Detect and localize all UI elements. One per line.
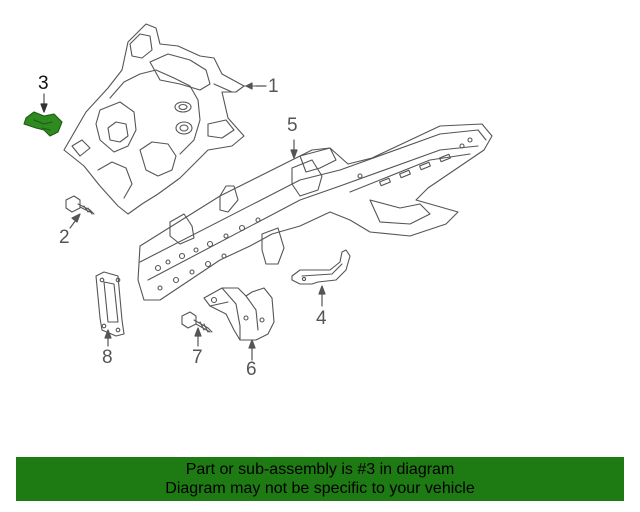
part-8-plate[interactable] [95,271,125,337]
part-1-apron-panel[interactable] [63,23,257,215]
callout-3[interactable]: 3 [38,73,49,94]
callout-6[interactable]: 6 [246,359,257,380]
part-4-stay[interactable] [291,249,351,285]
banner-line-1: Part or sub-assembly is #3 in diagram [185,461,455,478]
part-7-bolt[interactable] [181,311,213,333]
banner-line-2: Diagram may not be specific to your vehi… [165,480,475,497]
callout-5[interactable]: 5 [287,115,298,136]
info-banner: Part or sub-assembly is #3 in diagram Di… [16,457,624,501]
callout-1[interactable]: 1 [268,76,279,97]
parts-diagram [23,23,493,361]
part-6-mount-bracket[interactable] [203,287,275,341]
part-2-bolt[interactable] [65,195,95,215]
callout-4[interactable]: 4 [316,308,327,329]
part-3-bracket[interactable] [23,111,63,137]
callout-leaders [40,82,326,361]
callout-8[interactable]: 8 [102,347,113,368]
callout-2[interactable]: 2 [59,227,70,248]
part-5-side-member[interactable] [137,123,493,301]
callout-7[interactable]: 7 [192,347,203,368]
